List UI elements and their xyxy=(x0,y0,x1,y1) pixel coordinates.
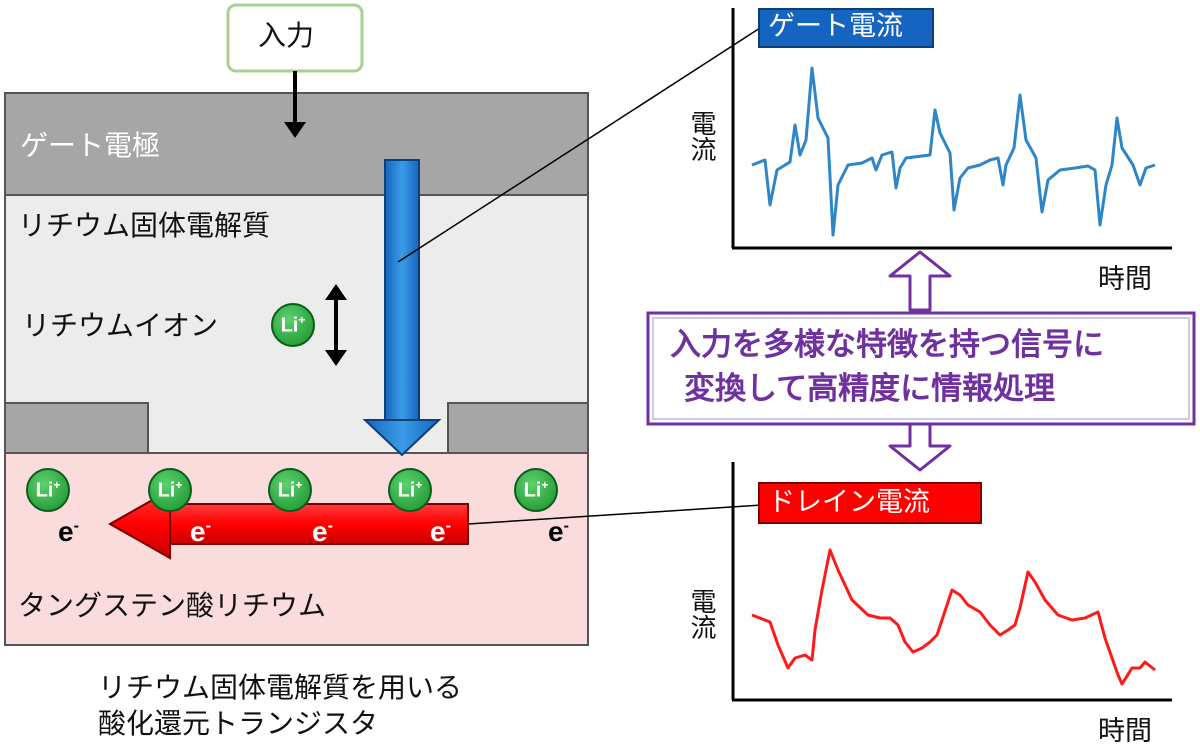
lithium-ion: Li+ xyxy=(388,468,432,512)
ion-symbol: Li+ xyxy=(280,313,306,337)
ion-symbol: Li+ xyxy=(35,478,61,502)
electron-flow-arrow xyxy=(107,488,469,560)
ion-symbol: Li+ xyxy=(157,478,183,502)
electron: e- xyxy=(312,516,333,547)
ion-charge: + xyxy=(298,313,306,328)
electron-charge: - xyxy=(73,517,79,535)
electron: e- xyxy=(58,516,79,547)
ion-charge: + xyxy=(295,478,303,493)
ion-symbol: Li+ xyxy=(523,478,549,502)
drain-current-xlabel: 時間 xyxy=(1098,716,1152,747)
electron: e- xyxy=(190,516,211,547)
gate-connector-line xyxy=(397,27,761,263)
input-arrowhead xyxy=(284,122,306,138)
electron-charge: - xyxy=(327,517,333,535)
gate-current-xlabel: 時間 xyxy=(1098,264,1152,295)
lithium-ion: Li+ xyxy=(26,468,70,512)
gate-electrode-label: ゲート電極 xyxy=(20,129,161,162)
drain-current-curve xyxy=(751,548,1156,686)
message-line-2: 変換して高精度に情報処理 xyxy=(684,371,1056,407)
electron: e- xyxy=(548,516,569,547)
ion-charge: + xyxy=(541,478,549,493)
ion-charge: + xyxy=(53,478,61,493)
electron-charge: - xyxy=(563,517,569,535)
electron-charge: - xyxy=(205,517,211,535)
drain-current-ylabel: 電流 xyxy=(686,588,716,640)
source-contact xyxy=(4,402,149,454)
gate-current-title-box xyxy=(758,8,934,48)
drain-current-title-box xyxy=(758,482,982,524)
ion-symbol: Li+ xyxy=(277,478,303,502)
electron: e- xyxy=(430,516,451,547)
ion-charge: + xyxy=(175,478,183,493)
lithium-ion: Li+ xyxy=(514,468,558,512)
gate-current-curve xyxy=(751,66,1156,237)
drain-current-title: ドレイン電流 xyxy=(768,487,930,518)
input-label: 入力 xyxy=(258,19,315,52)
channel-label: タングステン酸リチウム xyxy=(18,589,327,622)
lithium-ion-label: リチウムイオン xyxy=(22,309,219,342)
drain-connector-line xyxy=(467,504,763,525)
gate-current-ylabel: 電流 xyxy=(686,110,716,162)
caption-line-1: リチウム固体電解質を用いる xyxy=(98,671,463,704)
ion-symbol: Li+ xyxy=(397,478,423,502)
drain-contact xyxy=(447,402,589,454)
message-line-1: 入力を多様な特徴を持つ信号に xyxy=(670,327,1104,363)
caption-line-2: 酸化還元トランジスタ xyxy=(98,707,379,740)
lithium-ion: Li+ xyxy=(268,468,312,512)
purple-double-arrow xyxy=(888,250,952,472)
lithium-ion: Li+ xyxy=(271,303,315,347)
ion-motion-arrow xyxy=(325,284,347,366)
ion-charge: + xyxy=(415,478,423,493)
lithium-ion: Li+ xyxy=(148,468,192,512)
electron-charge: - xyxy=(445,517,451,535)
gate-current-arrow xyxy=(362,159,442,457)
gate-current-title: ゲート電流 xyxy=(768,11,903,42)
electrolyte-label: リチウム固体電解質 xyxy=(18,209,271,242)
message-box-inner xyxy=(652,317,1190,420)
message-box xyxy=(646,311,1196,426)
